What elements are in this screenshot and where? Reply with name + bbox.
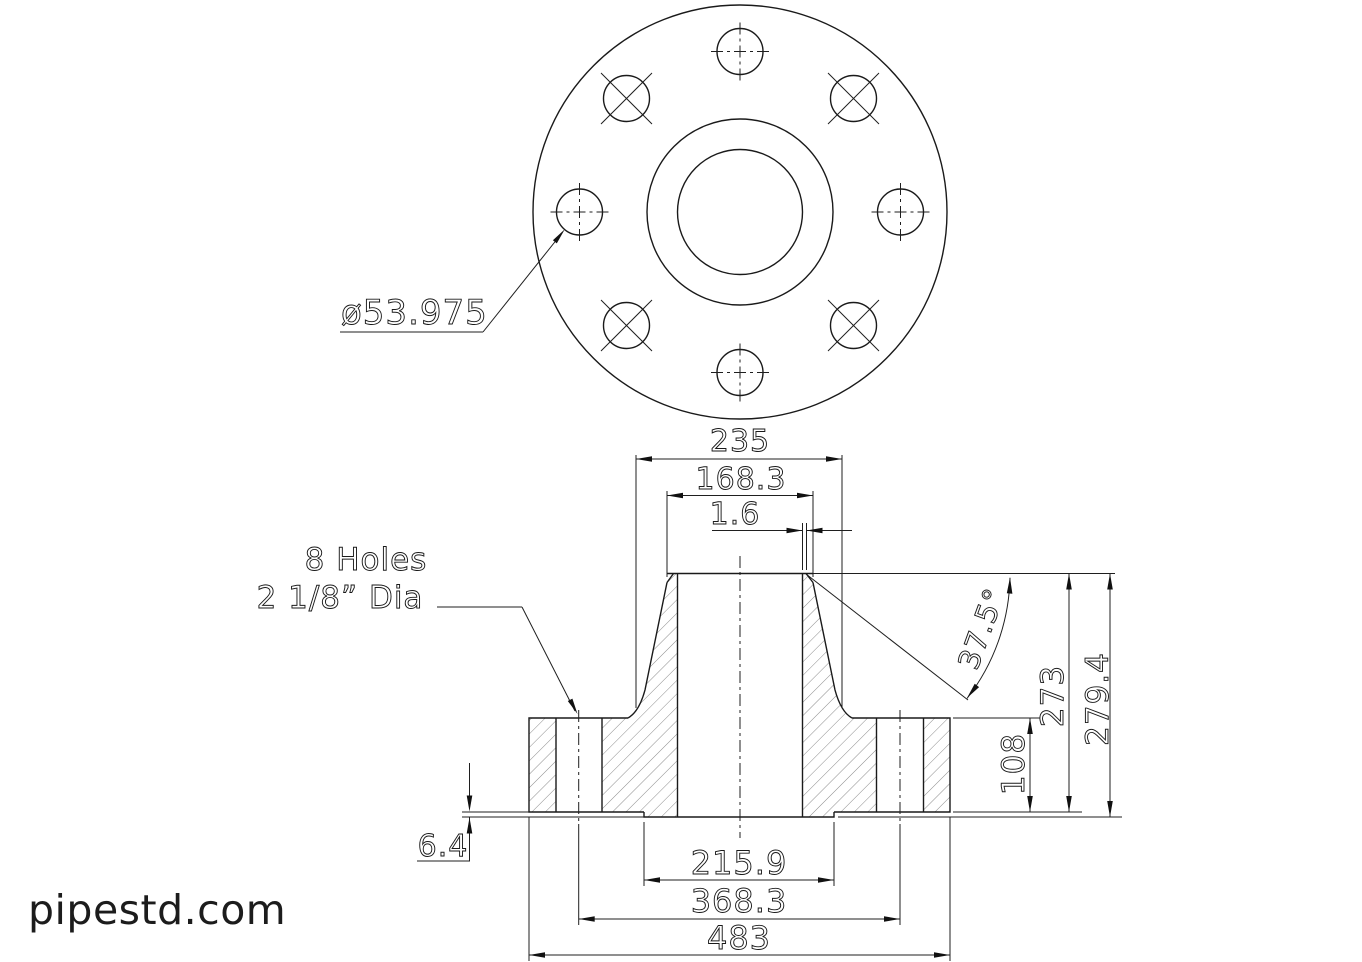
bolt-circle-diameter-label: 368.3 [691,882,788,920]
weld-neck-od-label: 168.3 [696,462,787,497]
site-watermark: pipestd.com [28,886,286,934]
holes-note-line2: 2 1/8” Dia [257,580,424,616]
dim-length-through-hub: 273 [953,573,1082,813]
flange-thickness-label: 108 [996,733,1032,795]
bolt-hole-north [711,22,769,81]
holes-note-line1: 8 Holes [305,542,428,578]
dim-flange-thickness: 108 [953,717,1040,812]
bolt-hole-west [550,183,609,241]
bolt-hole-southeast [827,299,880,352]
bolt-hole-diameter-label: ø53.975 [341,293,488,333]
front-view: ø53.975 [340,4,948,420]
bolt-hole-east [871,183,930,241]
dim-weld-neck-od: 168.3 [666,462,814,577]
bolt-hole-southwest [600,299,653,352]
dim-hub-base-diameter: 235 [635,424,843,708]
flange-od-label: 483 [707,919,771,957]
dim-bolt-circle-diameter: 368.3 [578,824,901,925]
section-view: 235 168.3 1.6 37.5° [256,424,1122,961]
dim-weld-land: 1.6 [709,497,852,570]
dim-overall-length: 279.4 [838,573,1122,818]
weld-land-label: 1.6 [710,497,761,532]
raised-face-circle [646,118,834,306]
bolt-hole-northeast [827,72,880,125]
hub-base-diameter-label: 235 [710,424,770,459]
leader-arrow [567,698,578,714]
dim-flange-od: 483 [528,817,951,961]
leader-arrow [552,229,565,244]
flange-outer-circle [532,4,948,420]
raised-face-height-label: 6.4 [418,829,469,864]
hatch-left-rim [529,718,556,812]
overall-length-label: 279.4 [1080,652,1116,746]
dim-raised-face-diameter: 215.9 [643,822,835,886]
note-bolt-holes: 8 Holes 2 1/8” Dia [256,542,578,714]
bolt-hole-northwest [600,72,653,125]
section-outline [528,572,951,818]
dim-raised-face-height: 6.4 [417,763,644,864]
bolt-hole-south [711,343,769,402]
bore-circle [676,148,804,276]
raised-face-diameter-label: 215.9 [691,844,788,882]
hatch-right-rim [923,718,950,812]
length-through-hub-label: 273 [1035,665,1071,727]
hatch-left-hub [602,573,678,817]
hatch-right-hub [802,573,877,817]
dim-bolt-hole-diameter: ø53.975 [340,229,565,333]
